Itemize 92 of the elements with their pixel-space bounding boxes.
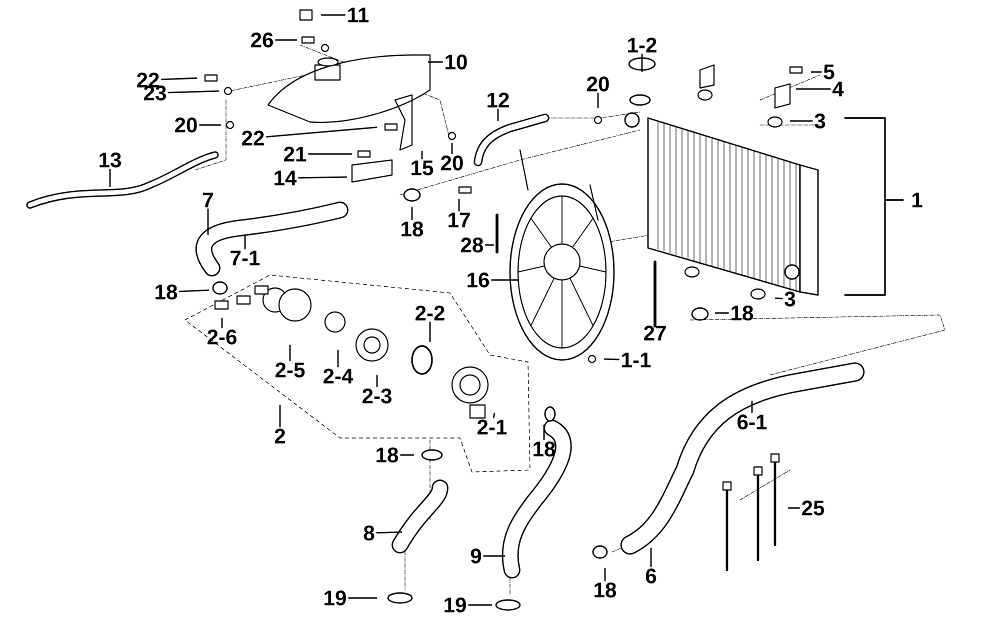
leader-line <box>428 61 443 63</box>
leader-line <box>289 344 291 362</box>
leader-line <box>244 234 246 250</box>
callout-number: 20 <box>441 156 463 170</box>
leader-line <box>483 555 506 557</box>
callout-number: 20 <box>175 118 197 132</box>
callout-number: 15 <box>412 160 434 176</box>
leader-line <box>207 208 209 236</box>
callout-number: 2-6 <box>208 330 236 344</box>
callout-number: 1 <box>912 192 922 208</box>
callout-number: 23 <box>144 86 166 100</box>
leader-line <box>491 279 520 281</box>
callout-number: 2-1 <box>478 420 507 434</box>
callout-number: 21 <box>284 146 306 162</box>
callout-number: 3 <box>784 292 796 306</box>
leader-line <box>790 120 813 122</box>
leader-line <box>810 71 822 73</box>
callout-number: 14 <box>274 170 297 186</box>
callout-number: 18 <box>732 306 754 320</box>
callout-number: 6 <box>646 568 656 584</box>
callout-number: 27 <box>644 326 666 340</box>
callout-number: 19 <box>444 598 466 612</box>
leader-line <box>429 322 431 342</box>
leader-line <box>796 88 831 90</box>
callout-number: 2 <box>274 428 286 444</box>
callout-number: 16 <box>468 272 489 288</box>
callout-number: 1-1 <box>622 352 651 368</box>
leader-line <box>376 374 378 388</box>
callout-number: 2-5 <box>276 362 305 378</box>
callout-number: 6-1 <box>738 414 767 430</box>
leader-line <box>348 597 378 599</box>
leader-line <box>654 302 656 324</box>
callout-number: 22 <box>242 130 264 146</box>
leader-line <box>376 531 402 534</box>
leader-line <box>298 176 348 178</box>
leader-line <box>320 14 346 16</box>
leader-line <box>492 412 496 418</box>
callout-number: 12 <box>488 92 509 108</box>
leader-line <box>751 400 753 414</box>
callout-number: 28 <box>461 238 484 252</box>
callout-number: 18 <box>534 442 556 456</box>
callout-number: 8 <box>364 526 374 540</box>
callout-number: 18 <box>376 448 398 462</box>
leader-line <box>451 142 453 154</box>
callout-number: 20 <box>587 76 609 92</box>
leader-line <box>308 153 352 155</box>
callout-number: 3 <box>814 114 826 128</box>
callout-number: 2-3 <box>362 388 392 404</box>
callout-number: 10 <box>446 54 467 70</box>
leader-line <box>604 568 606 582</box>
leader-line <box>774 297 783 300</box>
leader-line <box>109 168 111 188</box>
callout-number: 11 <box>348 8 369 22</box>
leader-line <box>788 507 800 509</box>
callout-number: 9 <box>470 548 482 564</box>
leader-line <box>421 150 423 160</box>
leader-line <box>161 77 198 80</box>
leader-line <box>485 244 494 246</box>
callout-number: 17 <box>448 212 470 228</box>
callout-number: 18 <box>402 222 424 236</box>
leader-line <box>179 289 210 292</box>
leader-line <box>714 312 729 314</box>
leader-line <box>604 358 620 360</box>
leader-line <box>597 92 599 108</box>
leader-line <box>641 54 643 72</box>
callout-number: 2-4 <box>324 368 354 384</box>
callout-number: 2-2 <box>416 306 444 320</box>
leader-line <box>458 198 460 212</box>
leader-line <box>411 206 413 220</box>
callout-number: 19 <box>324 590 346 606</box>
callout-number: 25 <box>802 500 824 516</box>
leader-line <box>199 124 222 126</box>
leader-line <box>221 318 223 328</box>
leader-line <box>168 90 220 94</box>
callout-number: 26 <box>251 32 273 48</box>
leader-line <box>650 548 652 568</box>
leader-line <box>337 350 339 368</box>
leader-line <box>468 604 492 606</box>
leader-line <box>497 108 499 122</box>
callout-number: 5 <box>824 64 834 80</box>
callout-number: 4 <box>832 82 844 96</box>
leader-line <box>279 404 281 428</box>
callout-number: 13 <box>100 152 121 168</box>
leader-line <box>275 39 298 41</box>
leader-line <box>266 126 378 138</box>
callout-number: 1-2 <box>628 38 656 52</box>
callout-number: 18 <box>594 582 616 598</box>
callout-number: 7-1 <box>230 250 260 266</box>
callout-number: 7 <box>203 192 213 208</box>
leader-line <box>543 424 545 440</box>
leader-line <box>400 454 414 456</box>
callout-number: 18 <box>156 284 178 300</box>
